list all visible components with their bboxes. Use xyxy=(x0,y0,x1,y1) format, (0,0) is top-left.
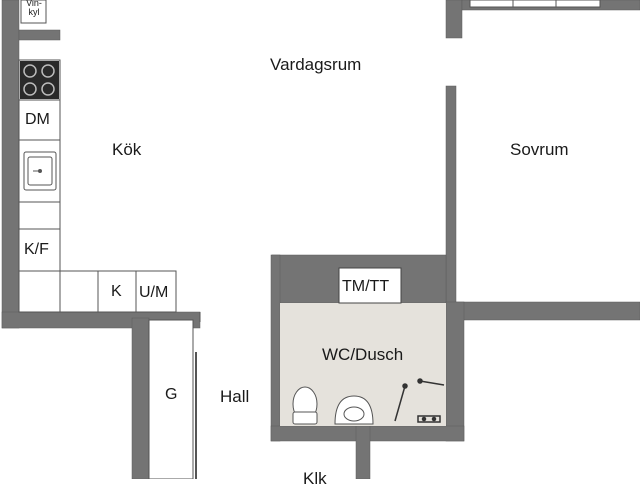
bedroom-window xyxy=(469,0,601,8)
wall-right-top xyxy=(445,0,463,39)
wall-hall-left xyxy=(131,317,150,479)
wall-bath-right xyxy=(445,301,465,442)
wine-fridge-label-line1: Vin- xyxy=(26,0,42,8)
stove xyxy=(20,61,59,99)
wine-fridge-label-line2: kyl xyxy=(28,7,40,17)
washbasin xyxy=(334,395,374,425)
room-label-hall: Hall xyxy=(220,387,250,406)
kitchen-sink xyxy=(23,151,57,191)
washer-dryer-label: TM/TT xyxy=(342,278,390,295)
wall-bedroom-left xyxy=(445,85,457,311)
room-label-closet: Klk xyxy=(303,469,327,488)
kitchen-counters xyxy=(18,0,177,313)
wardrobe xyxy=(148,319,194,479)
fridge-freezer-label: K/F xyxy=(24,241,49,258)
fridge-label: K xyxy=(111,283,122,300)
wardrobe-label: G xyxy=(165,386,178,403)
room-label-kitchen: Kök xyxy=(112,140,142,159)
room-label-bedroom: Sovrum xyxy=(510,140,569,159)
wall-top-left xyxy=(18,29,61,41)
toilet xyxy=(292,386,318,425)
wall-closet-right xyxy=(355,425,371,479)
room-label-bathroom: WC/Dusch xyxy=(322,345,404,364)
washer-dryer-unit xyxy=(338,267,402,304)
wall-left-outer xyxy=(1,0,20,329)
shower-rails xyxy=(394,378,445,423)
wine-fridge-label: Vin- kyl xyxy=(23,0,45,17)
wall-bath-left xyxy=(270,254,281,442)
floor-plan xyxy=(1,0,640,479)
room-label-living: Vardagsrum xyxy=(270,55,362,74)
dishwasher-label: DM xyxy=(25,111,50,128)
under-counter-label: U/M xyxy=(139,284,169,301)
wine-fridge-box xyxy=(20,0,47,24)
wall-bedroom-bottom xyxy=(455,301,640,321)
